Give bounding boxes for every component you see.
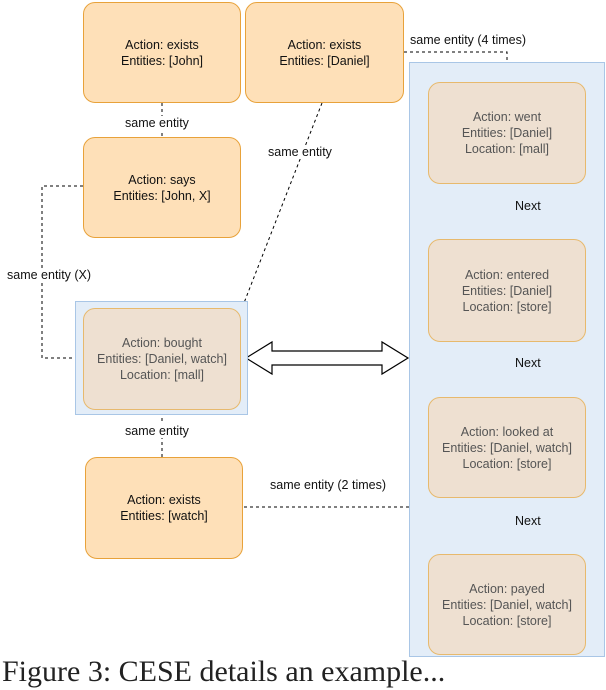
node-exists-daniel: Action: exists Entities: [Daniel] bbox=[245, 2, 404, 103]
node-action: Action: went bbox=[472, 110, 542, 124]
node-action: Action: says bbox=[128, 172, 196, 187]
node-entities: Entities: [Daniel, watch] bbox=[97, 352, 227, 366]
node-location: Location: [store] bbox=[462, 456, 552, 471]
node-action: Action: bought bbox=[122, 336, 202, 350]
node-went: Action: went Entities: [Daniel] Location… bbox=[428, 82, 586, 184]
node-entities: Entities: [Daniel] bbox=[461, 283, 553, 298]
node-exists-watch: Action: exists Entities: [watch] bbox=[85, 457, 243, 559]
node-location: Location: [store] bbox=[462, 299, 552, 314]
node-entities: Entities: [watch] bbox=[120, 509, 208, 523]
edge-label-same-entity-john: same entity bbox=[123, 116, 191, 130]
node-location: Location: [mall] bbox=[119, 368, 205, 382]
node-payed: Action: payed Entities: [Daniel, watch] … bbox=[428, 554, 586, 655]
edge-label-same-entity-daniel: same entity bbox=[266, 145, 334, 159]
node-entities: Entities: [Daniel, watch] bbox=[442, 440, 572, 455]
connector-daniel bbox=[241, 102, 323, 309]
node-entered: Action: entered Entities: [Daniel] Locat… bbox=[428, 239, 586, 342]
edge-label-same-entity-2-times: same entity (2 times) bbox=[268, 478, 389, 492]
node-exists-john: Action: exists Entities: [John] bbox=[83, 2, 241, 103]
edge-label-next-1: Next bbox=[513, 199, 543, 213]
node-location: Location: [store] bbox=[462, 613, 552, 628]
node-action: Action: exists bbox=[125, 37, 199, 52]
node-action: Action: looked at bbox=[460, 424, 554, 439]
node-entities: Entities: [John] bbox=[121, 53, 203, 68]
node-entities: Entities: [Daniel, watch] bbox=[442, 597, 572, 612]
edge-label-next-3: Next bbox=[513, 514, 543, 528]
node-entities: Entities: [John, X] bbox=[113, 188, 211, 203]
node-action: Action: payed bbox=[469, 581, 545, 596]
equivalence-arrow bbox=[244, 340, 410, 376]
edge-label-same-entity-x: same entity (X) bbox=[5, 268, 94, 282]
figure-caption: Figure 3: CESE details an example... bbox=[2, 655, 446, 688]
node-entities: Entities: [Daniel] bbox=[279, 53, 370, 68]
connector-4-times bbox=[404, 51, 508, 62]
node-action: Action: exists bbox=[127, 493, 201, 507]
node-says: Action: says Entities: [John, X] bbox=[83, 137, 241, 238]
node-location: Location: [mall] bbox=[464, 142, 550, 156]
node-action: Action: entered bbox=[464, 267, 550, 282]
node-action: Action: exists bbox=[287, 37, 362, 52]
edge-label-next-2: Next bbox=[513, 356, 543, 370]
node-bought: Action: bought Entities: [Daniel, watch]… bbox=[83, 308, 241, 410]
node-entities: Entities: [Daniel] bbox=[461, 126, 553, 140]
edge-label-same-entity-watch: same entity bbox=[123, 424, 191, 438]
edge-label-same-entity-4-times: same entity (4 times) bbox=[408, 33, 529, 47]
node-looked-at: Action: looked at Entities: [Daniel, wat… bbox=[428, 397, 586, 498]
